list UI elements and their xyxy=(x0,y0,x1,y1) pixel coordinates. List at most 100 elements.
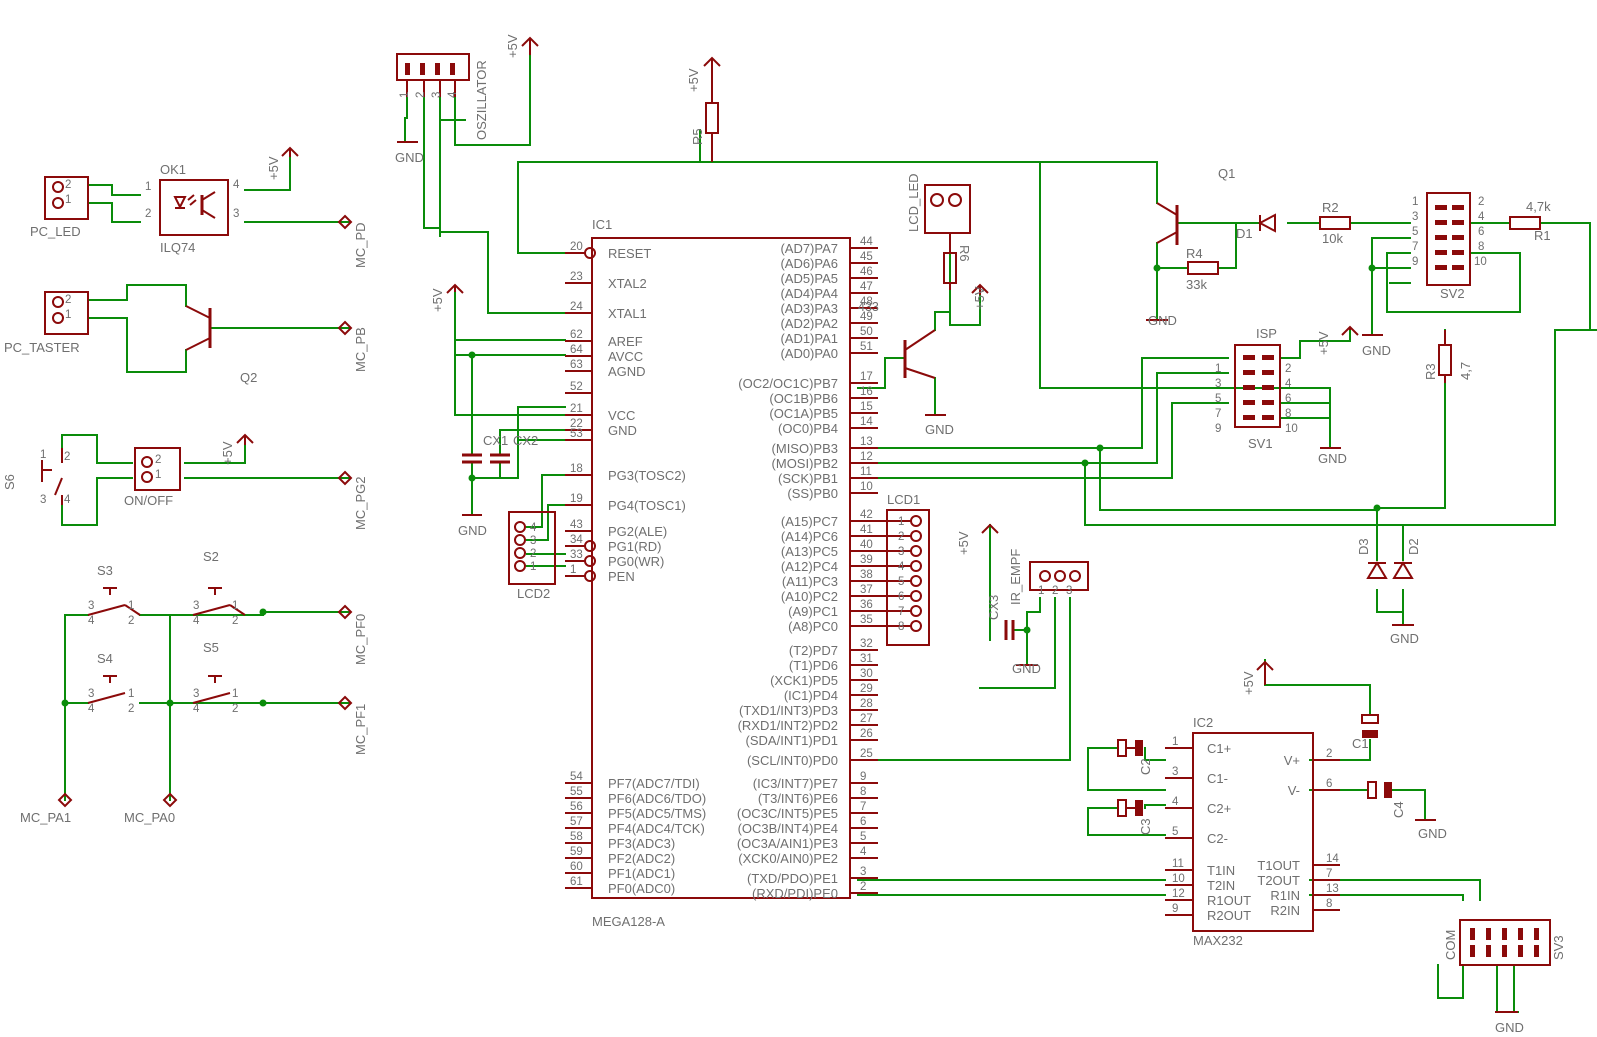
osc-pin-4: 4 xyxy=(447,91,459,98)
ic1-pin-label: (OC3C/INT5)PE5 xyxy=(737,806,838,821)
r1-resistor: 4,7k R1 xyxy=(1509,199,1551,243)
ic1-pin-num: 42 xyxy=(860,509,873,521)
svg-text:C1: C1 xyxy=(1352,736,1369,751)
svg-text:1: 1 xyxy=(145,181,151,193)
svg-text:2: 2 xyxy=(145,208,151,220)
ic1-pin-label: (AD7)PA7 xyxy=(780,241,838,256)
svg-text:COM: COM xyxy=(1443,930,1458,960)
svg-text:8: 8 xyxy=(1285,408,1291,420)
lcd1-pin-3: 3 xyxy=(878,545,922,558)
sv2-connector: SV2 1 2 3 4 5 6 7 8 9 10 xyxy=(1412,192,1487,301)
svg-text:1: 1 xyxy=(65,309,71,321)
svg-text:IR_EMPF: IR_EMPF xyxy=(1008,549,1023,605)
vcc-ir: +5V xyxy=(956,523,999,555)
ic1-pin-label: PF0(ADC0) xyxy=(608,881,675,896)
svg-text:3: 3 xyxy=(40,494,46,506)
s2-switch: 3 4 1 2 S2 xyxy=(192,549,246,627)
ic1-pin-num: 54 xyxy=(570,771,583,783)
vcc-ok1: +5V xyxy=(266,146,299,180)
ic1-pin-label: VCC xyxy=(608,408,635,423)
svg-text:GND: GND xyxy=(395,150,424,165)
ic1-pin-8: 8(T3/INT6)PE6 xyxy=(758,786,878,806)
ic2-pin-num: 3 xyxy=(1172,766,1178,778)
ic1-pin-48: 48(AD3)PA3 xyxy=(780,296,878,316)
svg-text:PC_LED: PC_LED xyxy=(30,224,81,239)
osc-pin-1: 1 xyxy=(399,92,411,98)
sv3-com-connector: COM SV3 xyxy=(1443,919,1566,966)
ic2-pin-num: 11 xyxy=(1172,858,1184,870)
ic1-pin-num: 9 xyxy=(860,771,866,783)
ic1-value: MEGA128-A xyxy=(592,914,665,929)
lcd2-pin-4: 4 xyxy=(514,521,537,534)
ic2-pin-label: T2IN xyxy=(1207,878,1235,893)
lcd2-pin-1: 1 xyxy=(514,560,536,573)
ic2-pin-num: 2 xyxy=(1326,748,1332,760)
svg-text:CX1: CX1 xyxy=(483,433,508,448)
vcc-osc: +5V xyxy=(505,34,539,58)
ic1-pin-label: (MISO)PB3 xyxy=(772,441,838,456)
ic1-pin-37: 37(A10)PC2 xyxy=(781,584,878,604)
ic1-pin-label: (TXD/PDO)PE1 xyxy=(747,871,838,886)
svg-text:R3: R3 xyxy=(1423,363,1438,380)
svg-text:33k: 33k xyxy=(1186,277,1207,292)
vcc-onoff: +5V xyxy=(220,433,254,465)
ic1-pin-11: 11(SCK)PB1 xyxy=(778,466,878,486)
transistors: Q1 Q2 xyxy=(185,166,1235,385)
ic1-pin-label: PF3(ADC3) xyxy=(608,836,675,851)
svg-text:CX3: CX3 xyxy=(986,595,1001,620)
ic1-pin-label: PF4(ADC4/TCK) xyxy=(608,821,705,836)
svg-text:GND: GND xyxy=(1362,343,1391,358)
s3-switch: 3 4 1 2 S3 xyxy=(87,563,141,627)
gnd-sv2: GND xyxy=(1362,334,1391,358)
svg-text:SV2: SV2 xyxy=(1440,286,1465,301)
svg-text:+5V: +5V xyxy=(505,34,520,58)
oszillator-label: OSZILLATOR xyxy=(474,60,489,140)
ic1-pin-35: 35(A8)PC0 xyxy=(788,614,878,634)
svg-text:ISP: ISP xyxy=(1256,326,1277,341)
svg-text:2: 2 xyxy=(128,703,134,715)
ic1-pin-label: (SDA/INT1)PD1 xyxy=(746,733,838,748)
ic1-pin-label: AREF xyxy=(608,334,643,349)
gnd-symbols: GND GND GND GND GND GND GND GND GND GND xyxy=(395,141,1524,1035)
ic1-pin-num: 40 xyxy=(860,539,873,551)
svg-text:+5V: +5V xyxy=(956,531,971,555)
c4-capacitor: C4 xyxy=(1367,781,1406,818)
svg-text:2: 2 xyxy=(128,615,134,627)
s5-switch: 3 4 1 2 S5 xyxy=(192,640,238,715)
ic1-pin-4: 4(XCK0/AIN0)PE2 xyxy=(738,846,878,866)
ic1-pin-9: 9(IC3/INT7)PE7 xyxy=(753,771,878,791)
ic1-pin-num: 29 xyxy=(860,683,873,695)
lcd-led-connector: LCD_LED xyxy=(906,173,971,234)
ic1-pin-label: (T2)PD7 xyxy=(789,643,838,658)
ic1-pin-47: 47(AD4)PA4 xyxy=(780,281,878,301)
c1-capacitor: C1 xyxy=(1352,714,1379,751)
ic1-pin-num: 37 xyxy=(860,584,873,596)
gnd-isp: GND xyxy=(1318,447,1347,466)
ic1-name: IC1 xyxy=(592,217,612,232)
ic1-pin-num: 23 xyxy=(570,271,583,283)
svg-text:3: 3 xyxy=(193,600,199,612)
svg-text:R4: R4 xyxy=(1186,246,1203,261)
ic1-pin-num: 35 xyxy=(860,614,873,626)
ic1-pin-num: 19 xyxy=(570,493,583,505)
net-mc-pd: MC_PD xyxy=(353,222,368,268)
r2-resistor: R2 10k xyxy=(1319,200,1351,246)
svg-text:R5: R5 xyxy=(690,128,705,145)
svg-text:7: 7 xyxy=(1215,408,1221,420)
svg-text:4: 4 xyxy=(233,179,240,191)
net-mc-pf1: MC_PF1 xyxy=(353,704,368,755)
svg-text:1: 1 xyxy=(1038,585,1044,597)
ic1-pin-12: 12(MOSI)PB2 xyxy=(772,451,878,471)
ic1-pin-10: 10(SS)PB0 xyxy=(787,481,878,501)
ic1-pin-num: 63 xyxy=(570,359,583,371)
svg-text:2: 2 xyxy=(64,451,70,463)
ic1-pin-label: (A15)PC7 xyxy=(781,514,838,529)
ic1-pin-label: PG3(TOSC2) xyxy=(608,468,686,483)
